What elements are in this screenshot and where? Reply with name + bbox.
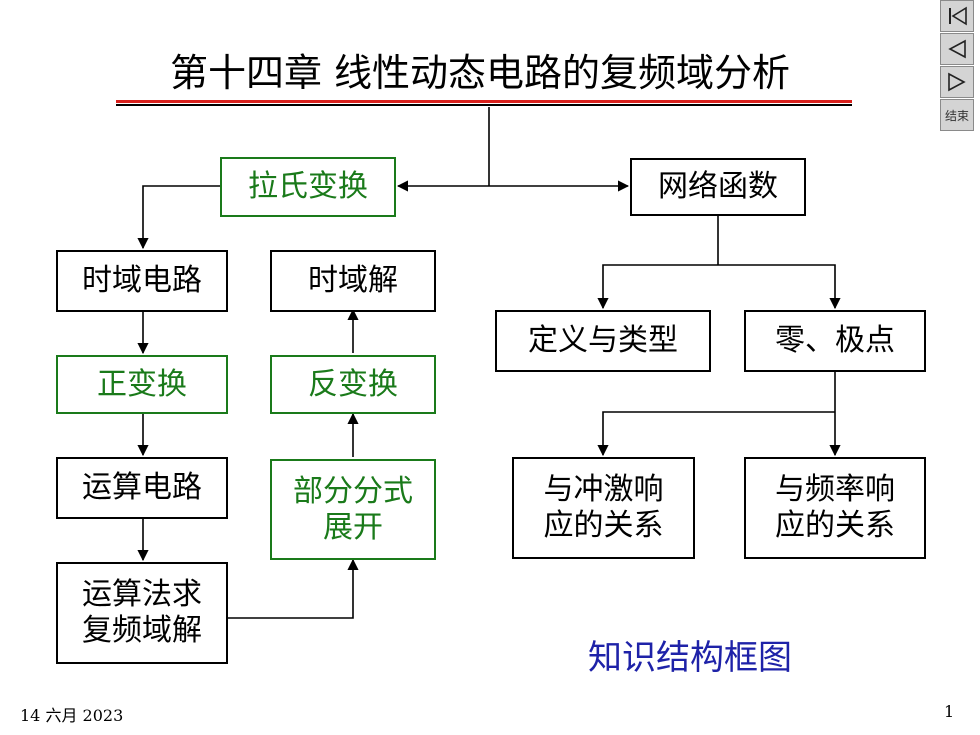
box-operational-solve: 运算法求 复频域解 (56, 562, 228, 664)
network-to-zeros-arrow (718, 264, 841, 310)
box-operational-circuit: 运算电路 (56, 457, 228, 519)
prev-slide-button[interactable] (940, 33, 974, 65)
box-time-domain-solution: 时域解 (270, 250, 436, 312)
next-slide-icon (948, 72, 966, 92)
page-number: 1 (944, 702, 955, 721)
title-underline-red (116, 100, 852, 103)
box-impulse-relation: 与冲激响 应的关系 (512, 457, 695, 559)
title-underline-black (116, 104, 852, 106)
box-zeros-poles: 零、极点 (744, 310, 926, 372)
first-slide-icon (949, 6, 967, 26)
next-slide-button[interactable] (940, 66, 974, 98)
prev-slide-icon (948, 39, 966, 59)
laplace-to-time-domain-arrow (137, 185, 220, 250)
slide-nav: 结束 (940, 0, 974, 132)
zeros-to-impulse-arrow (597, 411, 835, 457)
diagram-caption: 知识结构框图 (588, 638, 792, 678)
box-definition-types: 定义与类型 (495, 310, 711, 372)
box-network-function: 网络函数 (630, 158, 806, 216)
box-frequency-relation: 与频率响 应的关系 (744, 457, 926, 559)
end-show-button[interactable]: 结束 (940, 99, 974, 131)
footer-date: 14 六月 2023 (20, 706, 124, 725)
first-slide-button[interactable] (940, 0, 974, 32)
box-inverse-transform: 反变换 (270, 355, 436, 414)
box-partial-fraction: 部分分式 展开 (270, 459, 436, 560)
box-laplace-transform: 拉氏变换 (220, 157, 396, 217)
page-title: 第十四章 线性动态电路的复频域分析 (169, 51, 791, 95)
solve-to-partial-arrow (228, 558, 359, 619)
network-to-definition-arrow (597, 264, 718, 310)
box-time-domain-circuit: 时域电路 (56, 250, 228, 312)
box-forward-transform: 正变换 (56, 355, 228, 414)
